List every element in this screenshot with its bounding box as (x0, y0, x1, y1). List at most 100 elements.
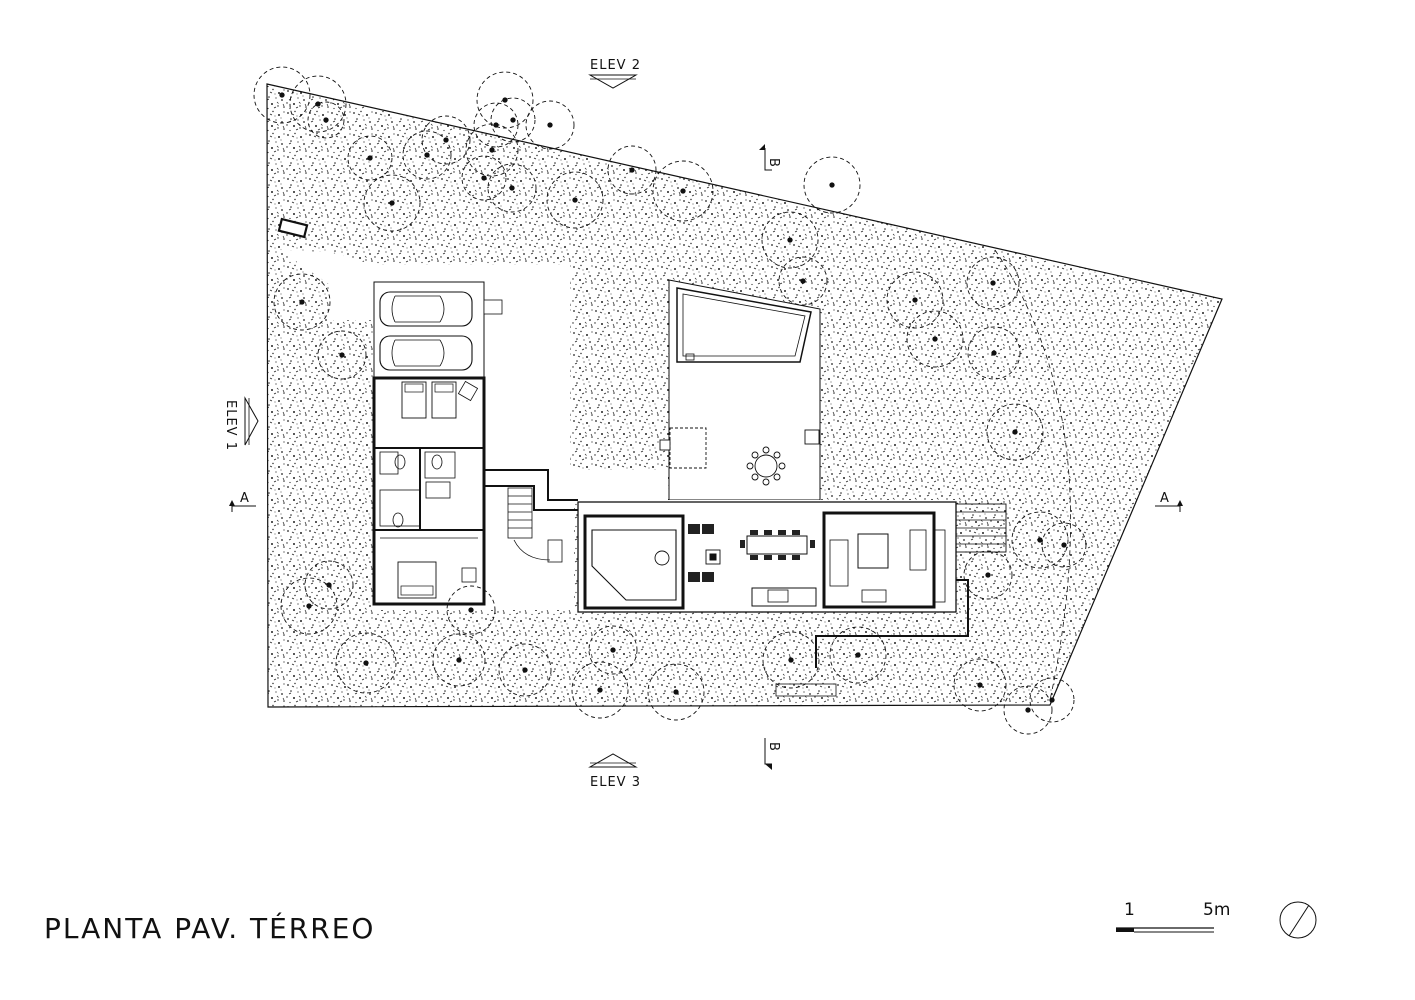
scale-bar (1116, 927, 1214, 933)
svg-text:ELEV 2: ELEV 2 (590, 58, 641, 73)
tree-trunk (547, 122, 553, 128)
tree-canopy (761, 211, 819, 269)
elev-3-marker: ELEV 3 (588, 753, 641, 790)
scale-start-label: 1 (1124, 900, 1135, 920)
tree-trunk (456, 657, 462, 663)
svg-text:A: A (1160, 491, 1170, 506)
tree-canopy (289, 75, 347, 133)
tree-canopy (273, 273, 331, 331)
tree-canopy (490, 97, 536, 143)
tree-canopy (498, 643, 552, 697)
bedroom-wing (372, 376, 486, 606)
tree-trunk (991, 350, 997, 356)
tree-trunk (315, 101, 321, 107)
tree-canopy (402, 130, 452, 180)
tree-trunk (339, 352, 345, 358)
tree-canopy (546, 171, 604, 229)
tree-trunk (489, 147, 495, 153)
elev-2-marker: ELEV 2 (588, 58, 641, 89)
tree-trunk (1037, 537, 1043, 543)
tree-canopy (487, 163, 537, 213)
tree-trunk (306, 603, 312, 609)
tree-canopy (963, 550, 1013, 600)
tree-canopy (906, 310, 964, 368)
svg-text:B: B (766, 742, 781, 752)
tree-canopy (253, 66, 311, 124)
tree-trunk (323, 117, 329, 123)
tree-trunk (1012, 429, 1018, 435)
tree-canopy (317, 330, 367, 380)
tree-trunk (610, 647, 616, 653)
tree-canopy (461, 155, 507, 201)
tree-canopy (1041, 522, 1087, 568)
svg-text:B: B (766, 158, 781, 168)
tree-trunk (1025, 707, 1031, 713)
tree-trunk (629, 167, 635, 173)
garage (373, 281, 503, 379)
tree-canopy (363, 174, 421, 232)
tree-canopy (347, 135, 393, 181)
tree-canopy (607, 145, 657, 195)
drawing-title: PLANTA PAV. TÉRREO (44, 912, 376, 945)
tree-trunk (326, 582, 332, 588)
tree-canopy (421, 115, 471, 165)
tree-trunk (788, 657, 794, 663)
tree-canopy (652, 160, 714, 222)
svg-text:ELEV 3: ELEV 3 (590, 775, 641, 790)
tree-trunk (912, 297, 918, 303)
north-arrow-icon (1279, 901, 1317, 939)
tree-canopy (1003, 685, 1053, 735)
tree-canopy (762, 631, 820, 689)
tree-trunk (572, 197, 578, 203)
tree-trunk (363, 660, 369, 666)
tree-trunk (787, 237, 793, 243)
tree-trunk (468, 607, 474, 613)
tree-trunk (990, 280, 996, 286)
tree-canopy (525, 100, 575, 150)
tree-trunk (389, 200, 395, 206)
tree-trunk (829, 182, 835, 188)
tree-trunk (1049, 697, 1055, 703)
car-icon (379, 335, 473, 371)
tree-trunk (597, 687, 603, 693)
tree-canopy (304, 560, 354, 610)
tree-canopy (778, 256, 828, 306)
tree-canopy (1029, 677, 1075, 723)
section-a-left: A (229, 491, 256, 512)
tree-trunk (443, 137, 449, 143)
tree-canopy (465, 123, 519, 177)
tree-trunk (279, 92, 285, 98)
tree-canopy (446, 585, 496, 635)
tree-trunk (299, 299, 305, 305)
tree-trunk (522, 667, 528, 673)
tree-trunk (977, 682, 983, 688)
elev-1-marker: ELEV 1 (223, 396, 259, 451)
tree-canopy (1011, 511, 1069, 569)
car-icon (379, 291, 473, 327)
corridor-stairs (484, 469, 578, 563)
section-b-top: B (759, 144, 781, 171)
tree-canopy (280, 577, 338, 635)
tree-canopy (829, 626, 887, 684)
tree-canopy (966, 256, 1020, 310)
tree-trunk (481, 175, 487, 181)
tree-canopy (307, 101, 345, 139)
tree-trunk (932, 336, 938, 342)
tree-trunk (800, 278, 806, 284)
tree-trunk (985, 572, 991, 578)
tree-trunk (673, 689, 679, 695)
tree-canopy (803, 156, 861, 214)
outdoor-table (659, 427, 820, 486)
tree-canopy (335, 632, 397, 694)
living-block (577, 501, 1007, 697)
swimming-pool (676, 287, 812, 363)
tree-canopy (986, 403, 1044, 461)
tree-canopy (886, 271, 944, 329)
tree-trunk (1061, 542, 1067, 548)
tree-canopy (432, 633, 486, 687)
tree-trunk (509, 185, 515, 191)
trees (253, 66, 1087, 735)
section-a-right: A (1155, 491, 1183, 512)
tree-canopy (647, 663, 705, 721)
